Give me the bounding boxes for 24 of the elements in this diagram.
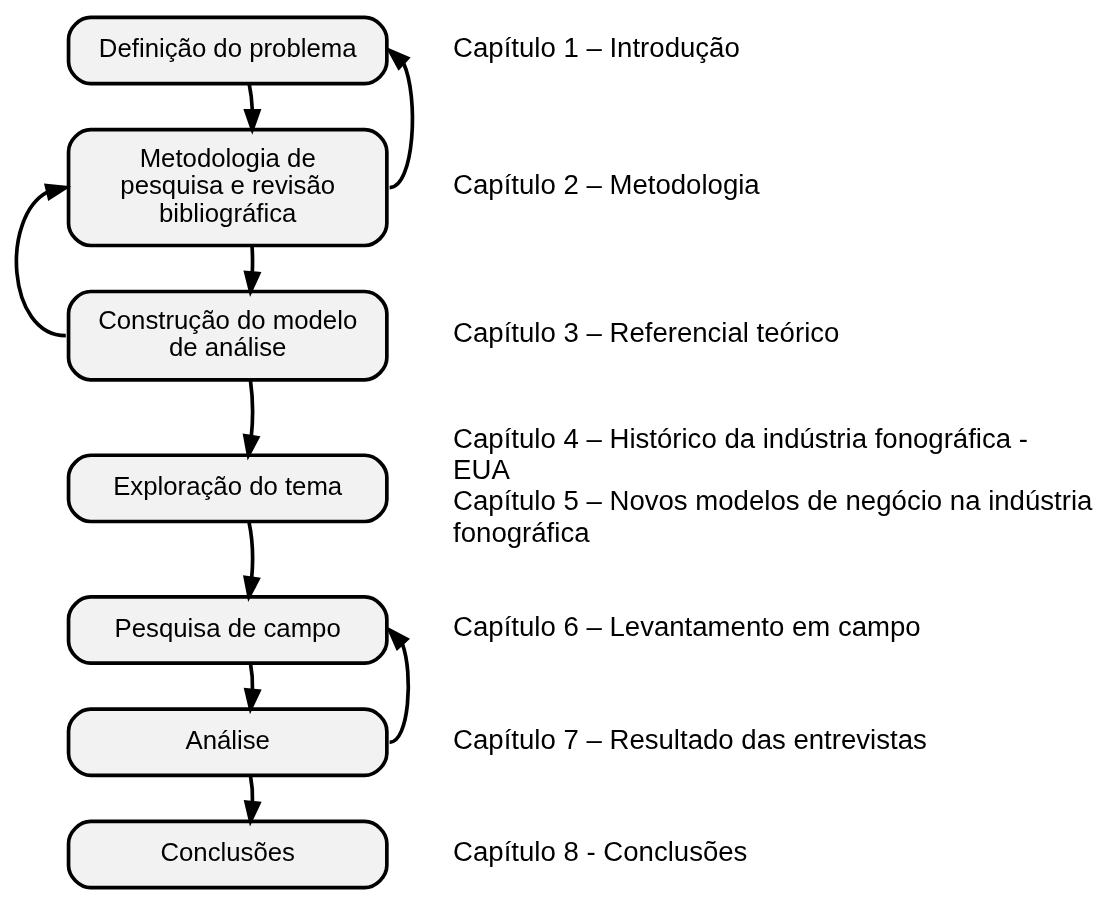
node-box: Definição do problema <box>66 15 389 85</box>
node-label: Capítulo 2 – Metodologia <box>453 168 760 200</box>
node-label: Capítulo 1 – Introdução <box>453 31 740 63</box>
node-box: Conclusões <box>66 819 389 889</box>
node-box: Construção do modelo de análise <box>66 289 389 382</box>
node-label: Capítulo 4 – Histórico da indústria fonográfica - EUA <box>453 422 1028 485</box>
node-box: Pesquisa de campo <box>66 594 389 665</box>
arrow <box>243 662 262 714</box>
node-box: Exploração do tema <box>66 452 389 523</box>
node-box: Análise <box>66 706 389 777</box>
node-label: Capítulo 7 – Resultado das entrevistas <box>453 723 927 755</box>
node-label: Capítulo 8 - Conclusões <box>453 835 748 867</box>
node-label: Capítulo 5 – Novos modelos de negócio na indústria fonográfica <box>453 484 1093 548</box>
arrow <box>385 46 415 189</box>
arrow <box>243 245 262 297</box>
node-box: Metodologia de pesquisa e revisão bibliográfica <box>66 127 389 247</box>
node-label: Capítulo 3 – Referencial teórico <box>453 316 840 348</box>
arrow <box>242 379 261 460</box>
arrow <box>243 774 262 827</box>
arrow <box>243 83 262 135</box>
arrow <box>385 625 411 744</box>
node-label: Capítulo 6 – Levantamento em campo <box>453 610 921 642</box>
arrow <box>242 520 261 602</box>
arrow <box>14 182 72 337</box>
